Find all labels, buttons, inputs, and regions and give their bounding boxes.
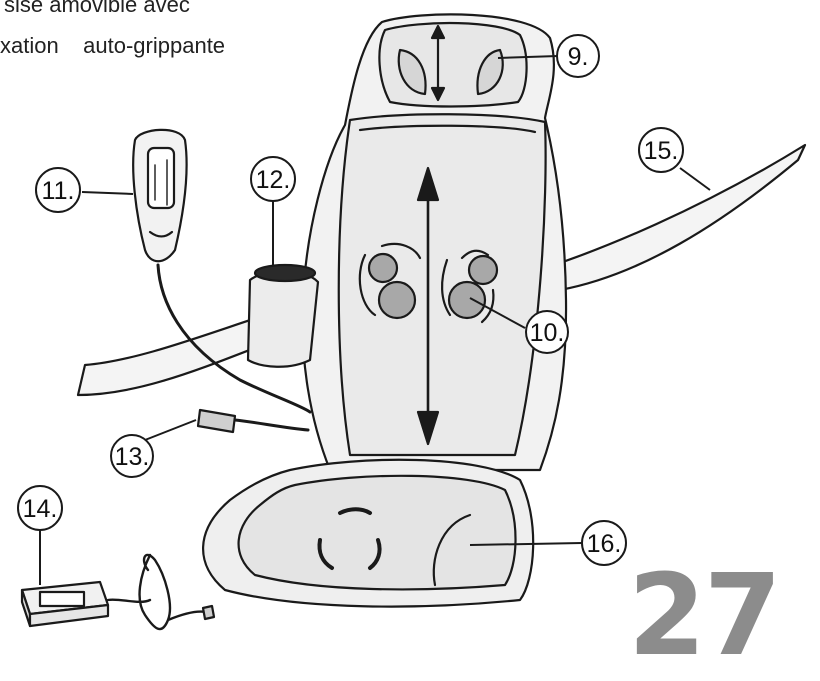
seat-power-cable (233, 418, 310, 432)
callout-9: 9. (497, 34, 600, 78)
callout-12-label: 12. (256, 166, 291, 194)
callout-16: 16. (469, 520, 627, 566)
adapter-cable (106, 553, 208, 631)
callout-14-label: 14. (23, 495, 58, 523)
storage-pocket (246, 270, 320, 368)
callout-15: 15. (638, 127, 711, 191)
right-strap (543, 143, 807, 292)
massage-seat-illustration: 9. 10. 11. 12. 13. 14. (17, 13, 807, 631)
remote-cable (156, 263, 312, 414)
callout-10-label: 10. (530, 319, 565, 347)
callout-13-label: 13. (115, 443, 150, 471)
callout-15-label: 15. (644, 137, 679, 165)
callout-16-label: 16. (587, 530, 622, 558)
caption-line-1: sise amovible avec (4, 0, 190, 17)
manual-page: sise amovible avec xation auto-grippante (0, 0, 807, 672)
callout-13: 13. (110, 419, 197, 478)
massage-rollers (367, 252, 499, 320)
callout-12: 12. (250, 156, 296, 265)
callout-11: 11. (35, 167, 134, 213)
caption-line-2: xation auto-grippante (0, 33, 226, 58)
page-number: 27 (628, 551, 782, 681)
callout-10: 10. (469, 297, 569, 354)
callout-9-label: 9. (568, 43, 589, 71)
callout-14: 14. (17, 485, 63, 585)
callout-11-label: 11. (42, 177, 75, 205)
